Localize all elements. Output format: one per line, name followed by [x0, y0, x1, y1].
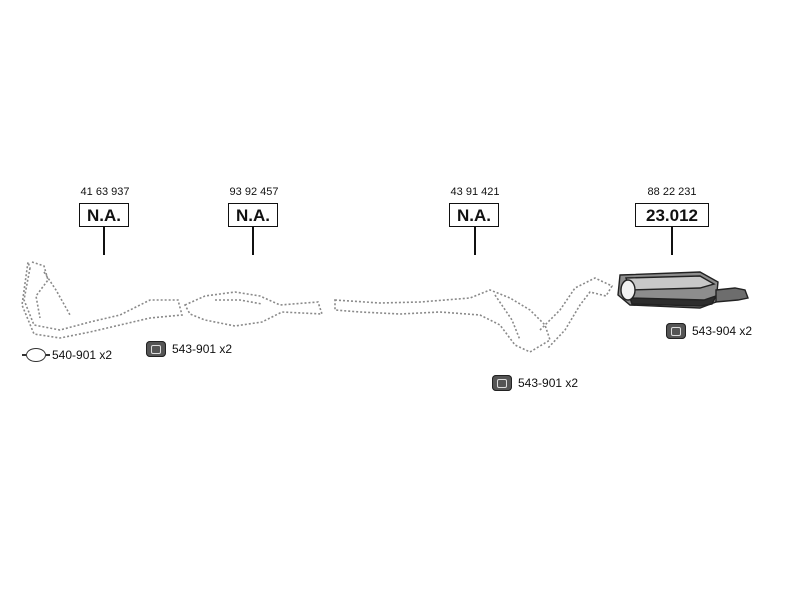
clamp-icon — [146, 341, 166, 357]
middle-pipe-outline — [183, 291, 324, 327]
accessory-label: 540-901 x2 — [52, 348, 113, 362]
rear-link-pipe-outline — [539, 277, 614, 349]
part-label-1[interactable]: N.A. — [79, 203, 129, 227]
part-label-2[interactable]: N.A. — [228, 203, 278, 227]
oem-number-3: 43 91 421 — [450, 186, 500, 198]
oem-number-2: 93 92 457 — [229, 186, 279, 198]
accessory-label: 543-901 x2 — [518, 376, 579, 390]
accessory-gasket[interactable]: 540-901 x2 — [22, 348, 113, 362]
part-pointer-1 — [103, 227, 105, 255]
gasket-icon — [22, 348, 50, 362]
accessory-clamp-2[interactable]: 543-901 x2 — [492, 375, 578, 391]
clamp-icon — [492, 375, 512, 391]
center-pipe-outline — [334, 289, 551, 353]
part-label-3[interactable]: N.A. — [449, 203, 499, 227]
part-pointer-4 — [671, 227, 673, 255]
rear-muffler — [617, 271, 749, 309]
part-pointer-3 — [474, 227, 476, 255]
oem-number-4: 88 22 231 — [647, 186, 697, 198]
accessory-clamp-1[interactable]: 543-901 x2 — [146, 341, 232, 357]
accessory-label: 543-904 x2 — [692, 324, 753, 338]
front-pipe-outline — [21, 261, 184, 339]
clamp-icon — [666, 323, 686, 339]
oem-number-1: 41 63 937 — [80, 186, 130, 198]
part-label-4[interactable]: 23.012 — [635, 203, 709, 227]
part-pointer-2 — [252, 227, 254, 255]
accessory-label: 543-901 x2 — [172, 342, 233, 356]
accessory-clamp-3[interactable]: 543-904 x2 — [666, 323, 752, 339]
